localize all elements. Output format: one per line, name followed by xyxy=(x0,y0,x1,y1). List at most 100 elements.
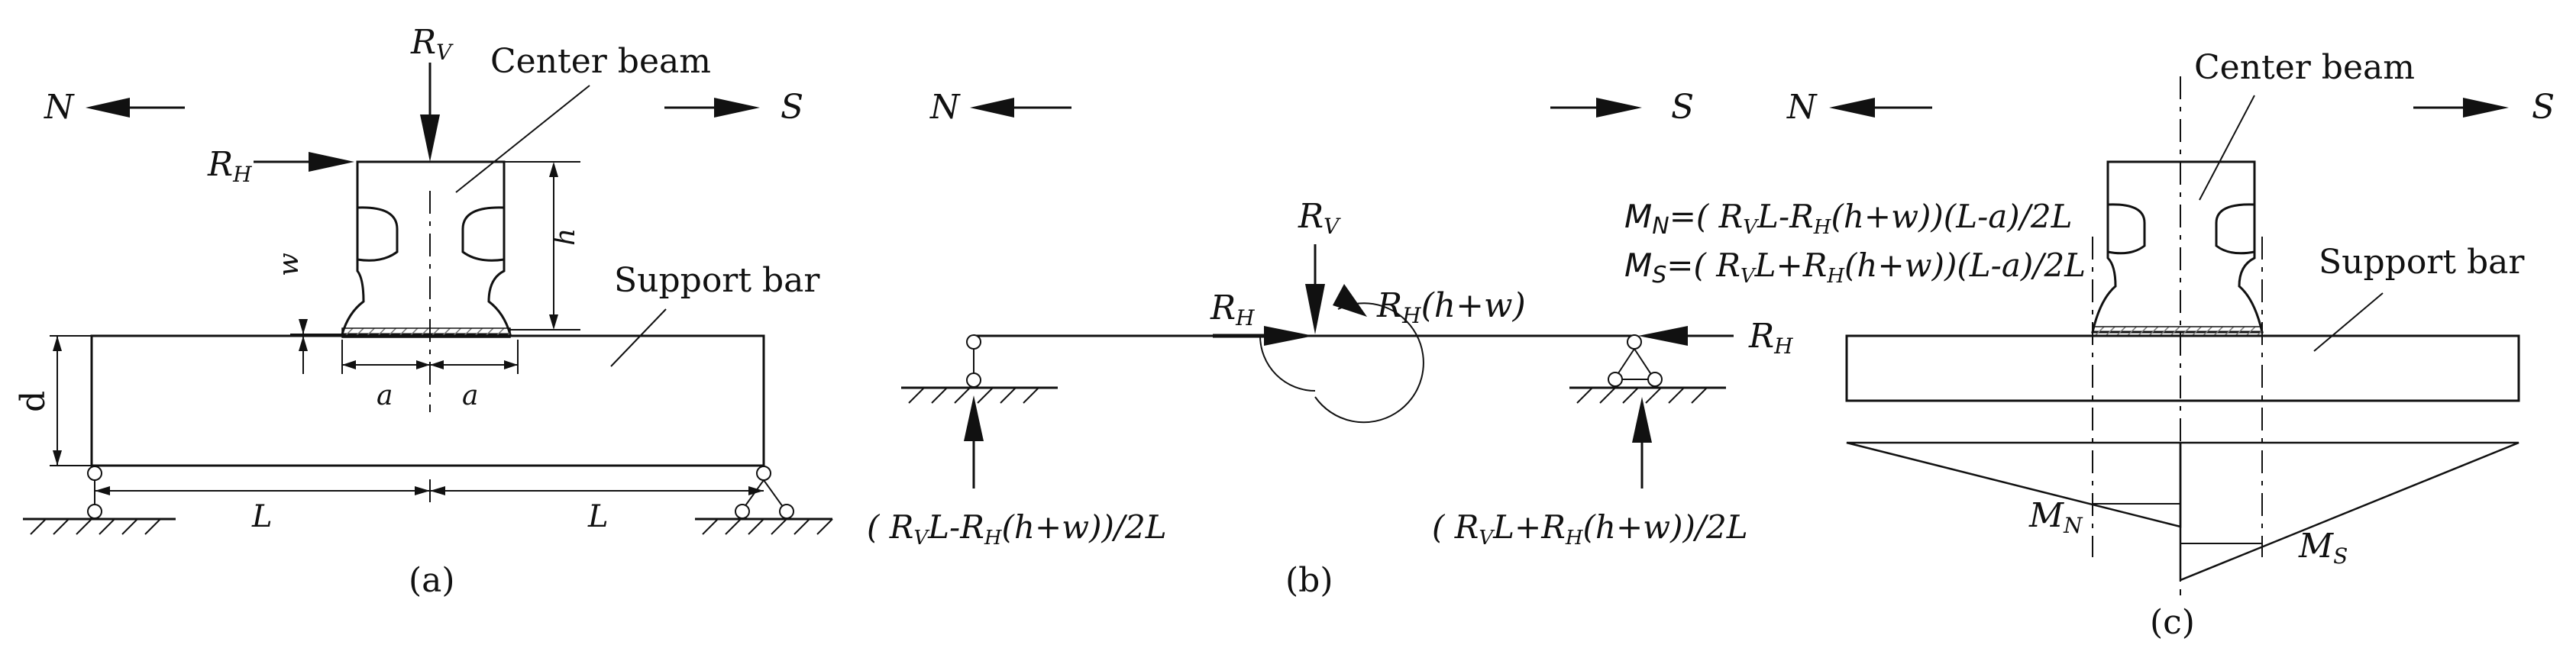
south-label-a: S xyxy=(781,88,803,127)
pin-icon xyxy=(966,372,981,388)
caption-c: (c) xyxy=(2150,603,2195,642)
dim-arrow-icon xyxy=(53,336,62,351)
pin-icon xyxy=(87,504,102,519)
beam-groove-right-c xyxy=(2215,203,2255,255)
roller-link xyxy=(1634,348,1654,379)
center-beam-leader-a xyxy=(455,85,590,193)
caption-a: (a) xyxy=(409,561,455,600)
panel-b: N S RV RH RH(h+w) RH xyxy=(867,88,1793,600)
moment-arrowhead-icon xyxy=(1333,284,1367,317)
pin-icon xyxy=(966,334,981,350)
beam-groove-right-a xyxy=(461,206,505,262)
center-beam-label-a: Center beam xyxy=(490,42,711,81)
reaction-left-label: ( RVL-RH(h+w))/2L xyxy=(867,508,1167,550)
dim-arrow-icon xyxy=(342,360,356,369)
l-left-label: L xyxy=(251,499,273,534)
north-label-a: N xyxy=(44,88,75,127)
panel-c: N S Center beam Support bar MN=( RVL-RH(… xyxy=(1624,48,2555,642)
rv-arrowhead-icon xyxy=(420,114,440,162)
reaction-arrowhead-icon xyxy=(964,395,984,441)
dim-arrow-icon xyxy=(430,360,444,369)
dim-arrow-icon xyxy=(53,450,62,466)
ground-hatch-icon xyxy=(1576,387,1708,404)
panel-a: N S RV RH Center beam Support xyxy=(14,23,833,600)
a-right-label: a xyxy=(462,380,478,411)
rh-arrowhead-icon xyxy=(309,152,354,172)
mn-label-c: MN xyxy=(2028,496,2083,538)
center-beam-outline-a xyxy=(341,160,512,336)
rv-arrowhead-icon xyxy=(1305,284,1325,334)
south-label-c: S xyxy=(2532,88,2555,127)
arrowhead-icon xyxy=(86,98,130,118)
pin-icon xyxy=(756,466,771,481)
arrowhead-icon xyxy=(1829,98,1875,118)
roller-support-right-b xyxy=(1569,334,1726,488)
moment-diagram-right xyxy=(2179,441,2519,582)
pin-icon xyxy=(87,466,102,481)
north-arrow-c: N xyxy=(1786,88,1932,127)
dim-arrow-icon xyxy=(549,314,558,330)
south-arrow-c: S xyxy=(2413,88,2555,127)
moment-arc-lower xyxy=(1259,335,1316,392)
rv-label-b: RV xyxy=(1298,197,1341,239)
pin-support-left-a xyxy=(23,466,176,535)
dim-arrow-icon xyxy=(549,162,558,177)
caption-b: (b) xyxy=(1285,561,1333,600)
reaction-arrowhead-icon xyxy=(1632,397,1652,443)
ground-hatch-icon xyxy=(702,518,833,535)
support-bar-a xyxy=(90,334,765,467)
north-label-c: N xyxy=(1786,88,1818,127)
reaction-right-label: ( RVL+RH(h+w))/2L xyxy=(1432,508,1748,550)
rv-label-a: RV xyxy=(410,23,454,65)
rh-right-label-b: RH xyxy=(1748,317,1793,359)
ground-hatch-icon xyxy=(908,387,1039,404)
support-bar-label-c: Support bar xyxy=(2319,243,2525,282)
south-label-b: S xyxy=(1671,88,1694,127)
rh-right-arrowhead-icon xyxy=(1638,326,1688,346)
arrowhead-icon xyxy=(970,98,1014,118)
support-bar-c xyxy=(1845,334,2520,402)
roller-icon xyxy=(1647,372,1663,387)
north-arrow-a: N xyxy=(44,88,185,127)
moment-label-b: RH(h+w) xyxy=(1376,286,1526,328)
arrowhead-icon xyxy=(2463,98,2509,118)
pin-support-left-b xyxy=(901,334,1058,488)
roller-icon xyxy=(735,504,750,519)
beam-groove-left-a xyxy=(357,206,399,262)
rh-label-a: RH xyxy=(207,145,252,187)
center-beam-outline-c xyxy=(2091,160,2264,334)
south-arrow-a: S xyxy=(664,88,803,127)
weld-c xyxy=(2092,326,2263,337)
rh-arrowhead-icon xyxy=(1264,326,1314,346)
arrowhead-icon xyxy=(1596,98,1642,118)
south-arrow-b: S xyxy=(1550,88,1694,127)
dim-arrow-icon xyxy=(299,336,308,351)
ground-hatch-icon xyxy=(30,518,161,535)
dim-arrow-icon xyxy=(416,360,430,369)
dim-arrow-icon xyxy=(430,486,445,495)
ms-label-c: MS xyxy=(2298,527,2348,569)
pin-icon xyxy=(1627,334,1642,350)
center-beam-label-c: Center beam xyxy=(2194,48,2415,87)
rh-left-label-b: RH xyxy=(1210,289,1255,330)
center-beam-leader-c xyxy=(2199,95,2255,201)
dim-arrow-icon xyxy=(415,486,430,495)
dim-arrow-icon xyxy=(95,486,110,495)
arrowhead-icon xyxy=(714,98,760,118)
mn-equation: MN=( RVL-RH(h+w))(L-a)/2L xyxy=(1624,198,2072,240)
support-bar-leader-c xyxy=(2313,292,2384,352)
ms-equation: MS=( RVL+RH(h+w))(L-a)/2L xyxy=(1624,247,2086,289)
support-bar-leader-a xyxy=(610,308,667,367)
roller-link xyxy=(763,479,786,511)
roller-icon xyxy=(1608,372,1623,387)
d-label: d xyxy=(14,391,53,412)
moment-arc-b xyxy=(1314,302,1424,424)
l-right-label: L xyxy=(587,499,609,534)
support-bar-label-a: Support bar xyxy=(614,261,820,300)
dim-arrow-icon xyxy=(299,319,308,334)
h-label: h xyxy=(550,228,581,246)
w-label: w xyxy=(273,253,305,276)
north-arrow-b: N xyxy=(929,88,1071,127)
